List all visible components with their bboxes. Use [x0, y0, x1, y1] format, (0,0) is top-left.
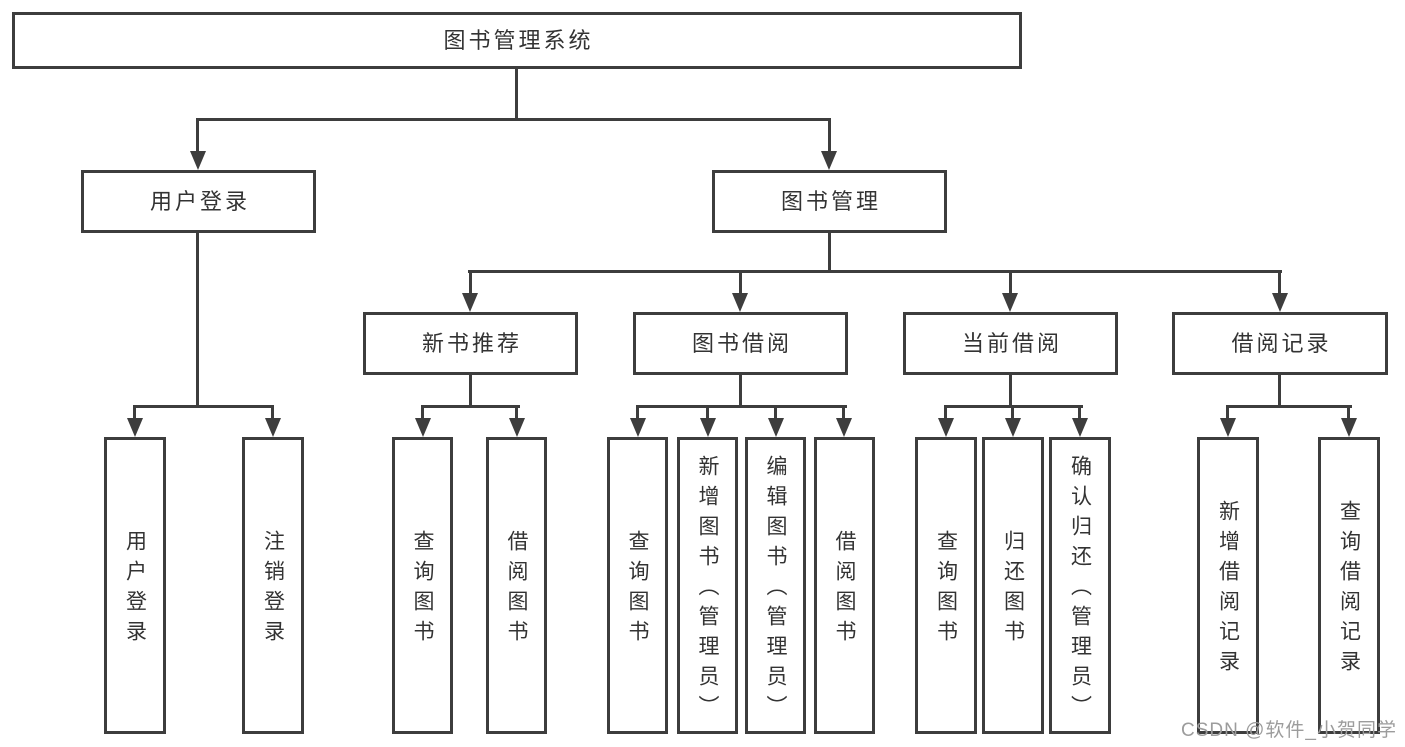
- arrow-down-icon: [836, 418, 852, 437]
- node-label: 借阅图书: [505, 530, 528, 650]
- connector-stem: [739, 375, 742, 408]
- connector-bar: [196, 118, 831, 121]
- leaf-borrow-query: 查询图书: [607, 437, 668, 734]
- node-label: 新书推荐: [421, 330, 522, 356]
- connector-shaft: [828, 118, 831, 152]
- node-label: 图书管理: [780, 188, 881, 214]
- connector-shaft: [1226, 405, 1229, 419]
- arrow-down-icon: [1220, 418, 1236, 437]
- arrow-down-icon: [938, 418, 954, 437]
- node-label: 新增图书（管理员）: [696, 455, 719, 725]
- connector-shaft: [271, 405, 274, 419]
- connector-shaft: [133, 405, 136, 419]
- node-label: 查询图书: [411, 530, 434, 650]
- arrow-down-icon: [1005, 418, 1021, 437]
- connector-bar: [133, 405, 274, 408]
- node-book-management: 图书管理: [712, 170, 947, 233]
- arrow-down-icon: [127, 418, 143, 437]
- connector-shaft: [421, 405, 424, 419]
- node-label: 新增借阅记录: [1216, 500, 1240, 680]
- connector-shaft: [1011, 405, 1014, 419]
- leaf-current-return: 归还图书: [982, 437, 1044, 734]
- node-current-borrow: 当前借阅: [903, 312, 1118, 375]
- node-label: 用户登录: [149, 188, 250, 214]
- connector-shaft: [739, 270, 742, 294]
- leaf-borrow-borrow: 借阅图书: [814, 437, 875, 734]
- leaf-records-query: 查询借阅记录: [1318, 437, 1380, 734]
- node-label: 编辑图书（管理员）: [764, 455, 787, 725]
- connector-bar: [1226, 405, 1352, 408]
- node-new-book-recommend: 新书推荐: [363, 312, 578, 375]
- connector-shaft: [196, 118, 199, 152]
- connector-shaft: [469, 270, 472, 294]
- node-label: 图书借阅: [691, 330, 792, 356]
- connector-shaft: [706, 405, 709, 419]
- connector-bar: [636, 405, 847, 408]
- node-label: 查询图书: [626, 530, 649, 650]
- leaf-records-add: 新增借阅记录: [1197, 437, 1259, 734]
- connector-stem: [828, 233, 831, 273]
- connector-shaft: [1009, 270, 1012, 294]
- leaf-borrow-add-admin: 新增图书（管理员）: [677, 437, 738, 734]
- leaf-current-query: 查询图书: [915, 437, 977, 734]
- arrow-down-icon: [1341, 418, 1357, 437]
- connector-shaft: [944, 405, 947, 419]
- node-label: 图书管理系统: [443, 27, 594, 53]
- connector-shaft: [1347, 405, 1350, 419]
- connector-stem: [1009, 375, 1012, 408]
- node-label: 用户登录: [123, 530, 147, 650]
- node-label: 当前借阅: [961, 330, 1062, 356]
- connector-shaft: [636, 405, 639, 419]
- leaf-user-login: 用户登录: [104, 437, 166, 734]
- arrow-down-icon: [1072, 418, 1088, 437]
- connector-bar: [468, 270, 1282, 273]
- connector-stem: [469, 375, 472, 408]
- arrow-down-icon: [509, 418, 525, 437]
- leaf-logout: 注销登录: [242, 437, 304, 734]
- node-book-borrow: 图书借阅: [633, 312, 848, 375]
- arrow-down-icon: [190, 151, 206, 170]
- node-label: 借阅记录: [1231, 330, 1332, 356]
- node-label: 确认归还（管理员）: [1068, 455, 1092, 725]
- arrow-down-icon: [1002, 293, 1018, 312]
- arrow-down-icon: [768, 418, 784, 437]
- connector-shaft: [1278, 270, 1281, 294]
- connector-bar: [421, 405, 520, 408]
- arrow-down-icon: [265, 418, 281, 437]
- leaf-newbook-query: 查询图书: [392, 437, 453, 734]
- connector-shaft: [1078, 405, 1081, 419]
- arrow-down-icon: [700, 418, 716, 437]
- arrow-down-icon: [732, 293, 748, 312]
- connector-shaft: [774, 405, 777, 419]
- arrow-down-icon: [462, 293, 478, 312]
- connector-stem: [196, 233, 199, 408]
- arrow-down-icon: [415, 418, 431, 437]
- node-label: 注销登录: [261, 530, 285, 650]
- node-label: 借阅图书: [833, 530, 856, 650]
- arrow-down-icon: [821, 151, 837, 170]
- leaf-borrow-edit-admin: 编辑图书（管理员）: [745, 437, 806, 734]
- node-system-root: 图书管理系统: [12, 12, 1022, 69]
- leaf-newbook-borrow: 借阅图书: [486, 437, 547, 734]
- connector-stem: [1278, 375, 1281, 408]
- connector-shaft: [515, 405, 518, 419]
- connector-stem: [515, 68, 518, 121]
- watermark: CSDN @软件_小贺同学: [1181, 720, 1397, 741]
- connector-shaft: [842, 405, 845, 419]
- node-user-login: 用户登录: [81, 170, 316, 233]
- leaf-current-confirm-admin: 确认归还（管理员）: [1049, 437, 1111, 734]
- arrow-down-icon: [630, 418, 646, 437]
- node-borrow-records: 借阅记录: [1172, 312, 1388, 375]
- node-label: 归还图书: [1001, 530, 1025, 650]
- node-label: 查询借阅记录: [1337, 500, 1361, 680]
- node-label: 查询图书: [934, 530, 958, 650]
- arrow-down-icon: [1272, 293, 1288, 312]
